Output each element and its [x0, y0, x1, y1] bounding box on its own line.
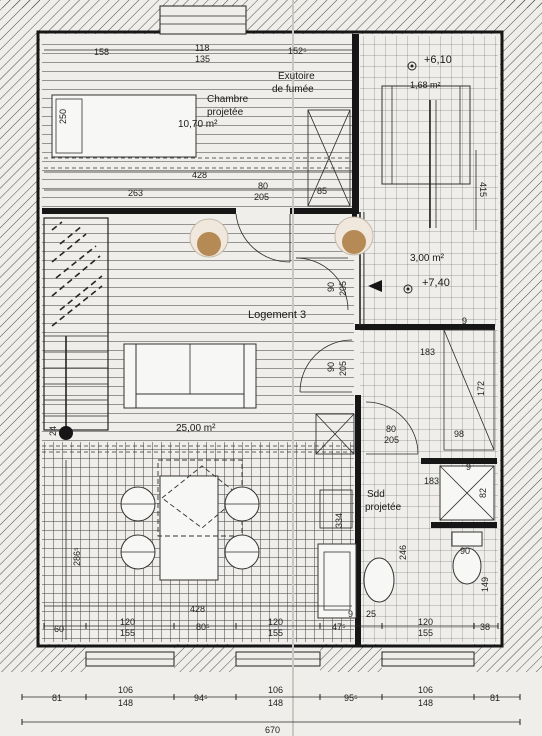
dim-98: 98: [454, 429, 464, 439]
dim-149: 149: [480, 577, 490, 592]
dim-e106c: 106: [418, 685, 433, 695]
dim-b47: 47⁵: [332, 622, 346, 632]
dim-158: 158: [94, 47, 109, 57]
dim-286: 286⁵: [72, 547, 82, 566]
staircase-left: [42, 217, 354, 453]
dim-135: 135: [195, 54, 210, 64]
dim-e106b: 106: [268, 685, 283, 695]
dim-b80: 80⁵: [196, 622, 210, 632]
dim-152: 152⁵: [288, 46, 307, 56]
label-stair-area: 1,68 m²: [410, 80, 441, 90]
dim-b155c: 155: [418, 628, 433, 638]
dim-428a: 428: [192, 170, 207, 180]
sofa: [123, 343, 257, 409]
bed: [51, 94, 197, 158]
dim-90a: 90: [326, 282, 336, 292]
dining-table: [120, 459, 260, 581]
dim-246: 246: [398, 545, 408, 560]
dim-9: 9: [462, 316, 467, 326]
label-palier-area: 3,00 m²: [410, 253, 445, 264]
dim-263: 263: [128, 188, 143, 198]
dim-e148a: 148: [118, 698, 133, 708]
label-exutoire-sub: de fumée: [272, 84, 314, 95]
label-chambre-sub: projetée: [207, 107, 244, 118]
dim-b155a: 155: [120, 628, 135, 638]
dimension-labels: 158 118 135 152⁵ 250 428 263 80 205 85 4…: [48, 43, 500, 735]
exterior-walls: [0, 0, 542, 672]
dim-b155b: 155: [268, 628, 283, 638]
label-logement: Logement 3: [248, 309, 306, 321]
dim-118: 118: [195, 43, 209, 53]
windows-bottom: [85, 651, 475, 667]
dim-90b: 90: [326, 362, 336, 372]
dim-b120b: 120: [268, 617, 283, 627]
dim-172: 172: [476, 381, 486, 396]
dim-334: 334: [334, 513, 344, 528]
staircase-upper: [381, 61, 471, 228]
dim-24: 24: [48, 426, 58, 436]
dim-415: 415: [478, 182, 488, 197]
dim-82: 82: [478, 488, 488, 498]
dim-e94: 94⁵: [194, 693, 208, 703]
label-sejour-area: 25,00 m²: [176, 423, 216, 434]
dim-80b: 80: [386, 424, 396, 434]
dim-b38: 38: [480, 622, 490, 632]
label-chambre: Chambre: [207, 94, 249, 105]
dim-e81b: 81: [490, 693, 500, 703]
dim-b120a: 120: [120, 617, 135, 627]
dim-e81a: 81: [52, 693, 62, 703]
dim-e670: 670: [265, 725, 280, 735]
label-level-mid: +7,40: [422, 277, 450, 289]
room-labels: Chambre projetée 10,70 m² Exutoire de fu…: [176, 54, 452, 513]
dim-183a: 183: [420, 347, 435, 357]
dim-85: 85: [317, 186, 327, 196]
dim-183b: 183: [424, 476, 439, 486]
label-level-top: +6,10: [424, 54, 452, 66]
label-sdd-sub: projetée: [365, 502, 402, 513]
dimension-lines: [22, 49, 520, 723]
dim-e148c: 148: [418, 698, 433, 708]
dim-b25: 25: [366, 609, 376, 619]
dimension-ticks: [21, 623, 521, 725]
dim-e148b: 148: [268, 698, 283, 708]
label-exutoire: Exutoire: [278, 71, 315, 82]
punch-holes: [189, 216, 374, 258]
dim-428b: 428: [190, 604, 205, 614]
dim-e95: 95⁵: [344, 693, 358, 703]
dim-80a: 80: [258, 181, 268, 191]
dim-205c: 205: [338, 361, 348, 376]
dim-205b: 205: [338, 281, 348, 296]
dim-b60: 60: [54, 624, 64, 634]
dim-b120c: 120: [418, 617, 433, 627]
dim-b9: 9: [348, 609, 353, 619]
dim-90c: 90: [460, 546, 470, 556]
dim-250: 250: [58, 109, 68, 124]
dim-9b: 9: [466, 462, 471, 472]
doors: [235, 213, 419, 455]
label-sdd: Sdd: [367, 489, 385, 500]
label-chambre-area: 10,70 m²: [178, 119, 218, 130]
dim-e106a: 106: [118, 685, 133, 695]
dim-205d: 205: [384, 435, 399, 445]
dim-205a: 205: [254, 192, 269, 202]
